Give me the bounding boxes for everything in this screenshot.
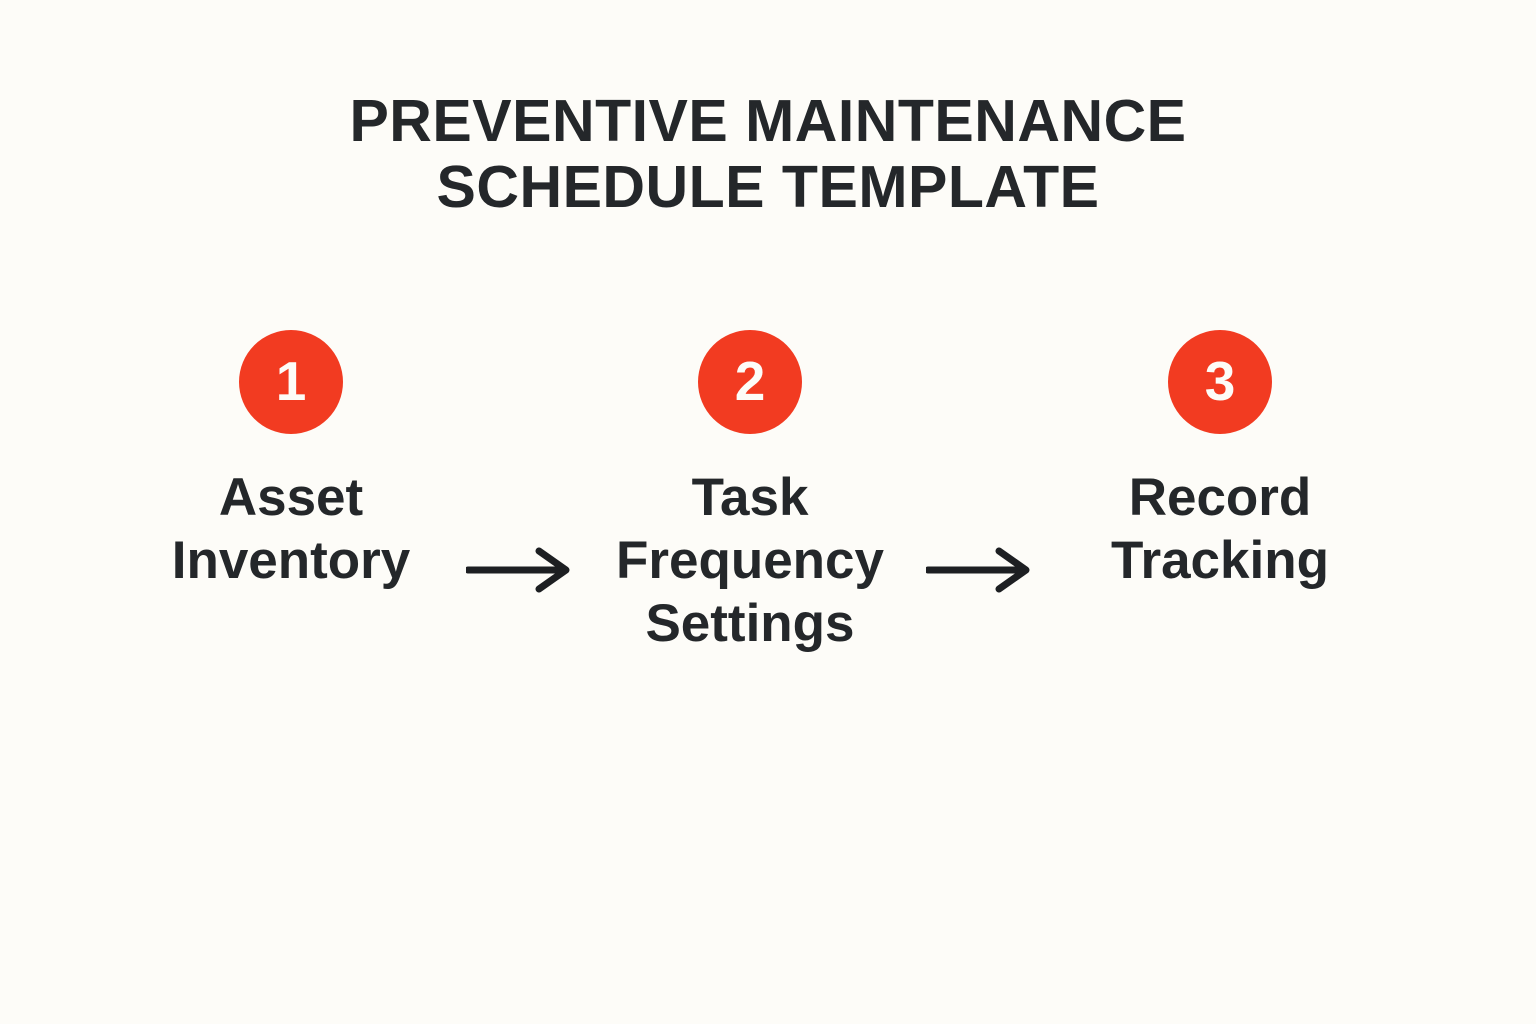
step-label-2-line-2: Frequency	[615, 531, 885, 590]
arrow-right-icon-2	[926, 546, 1030, 594]
step-label-3: Record Tracking	[1040, 466, 1400, 592]
page-title: PREVENTIVE MAINTENANCE SCHEDULE TEMPLATE	[0, 88, 1536, 220]
step-label-3-line-2: Tracking	[1111, 531, 1329, 590]
step-badge-1: 1	[239, 330, 343, 434]
step-label-3-line-1: Record	[1128, 468, 1312, 527]
step-label-1-line-2: Inventory	[171, 531, 411, 590]
step-label-1: Asset Inventory	[111, 466, 471, 592]
flow-step-2: 2 Task Frequency Settings	[570, 330, 930, 655]
step-label-1-line-1: Asset	[218, 468, 364, 527]
step-number-2: 2	[734, 349, 766, 412]
page-title-line-1: PREVENTIVE MAINTENANCE	[349, 88, 1187, 154]
step-badge-3: 3	[1168, 330, 1272, 434]
step-badge-2: 2	[698, 330, 802, 434]
step-number-3: 3	[1204, 349, 1236, 412]
flow-step-3: 3 Record Tracking	[1040, 330, 1400, 592]
step-label-2: Task Frequency Settings	[570, 466, 930, 655]
page-title-line-2: SCHEDULE TEMPLATE	[436, 154, 1100, 220]
flow-step-1: 1 Asset Inventory	[111, 330, 471, 592]
process-flow: 1 Asset Inventory 2 Task Frequency Setti…	[0, 330, 1536, 730]
step-number-1: 1	[275, 349, 307, 412]
step-label-2-line-3: Settings	[645, 594, 855, 653]
arrow-right-icon-1	[466, 546, 570, 594]
step-label-2-line-1: Task	[691, 468, 809, 527]
